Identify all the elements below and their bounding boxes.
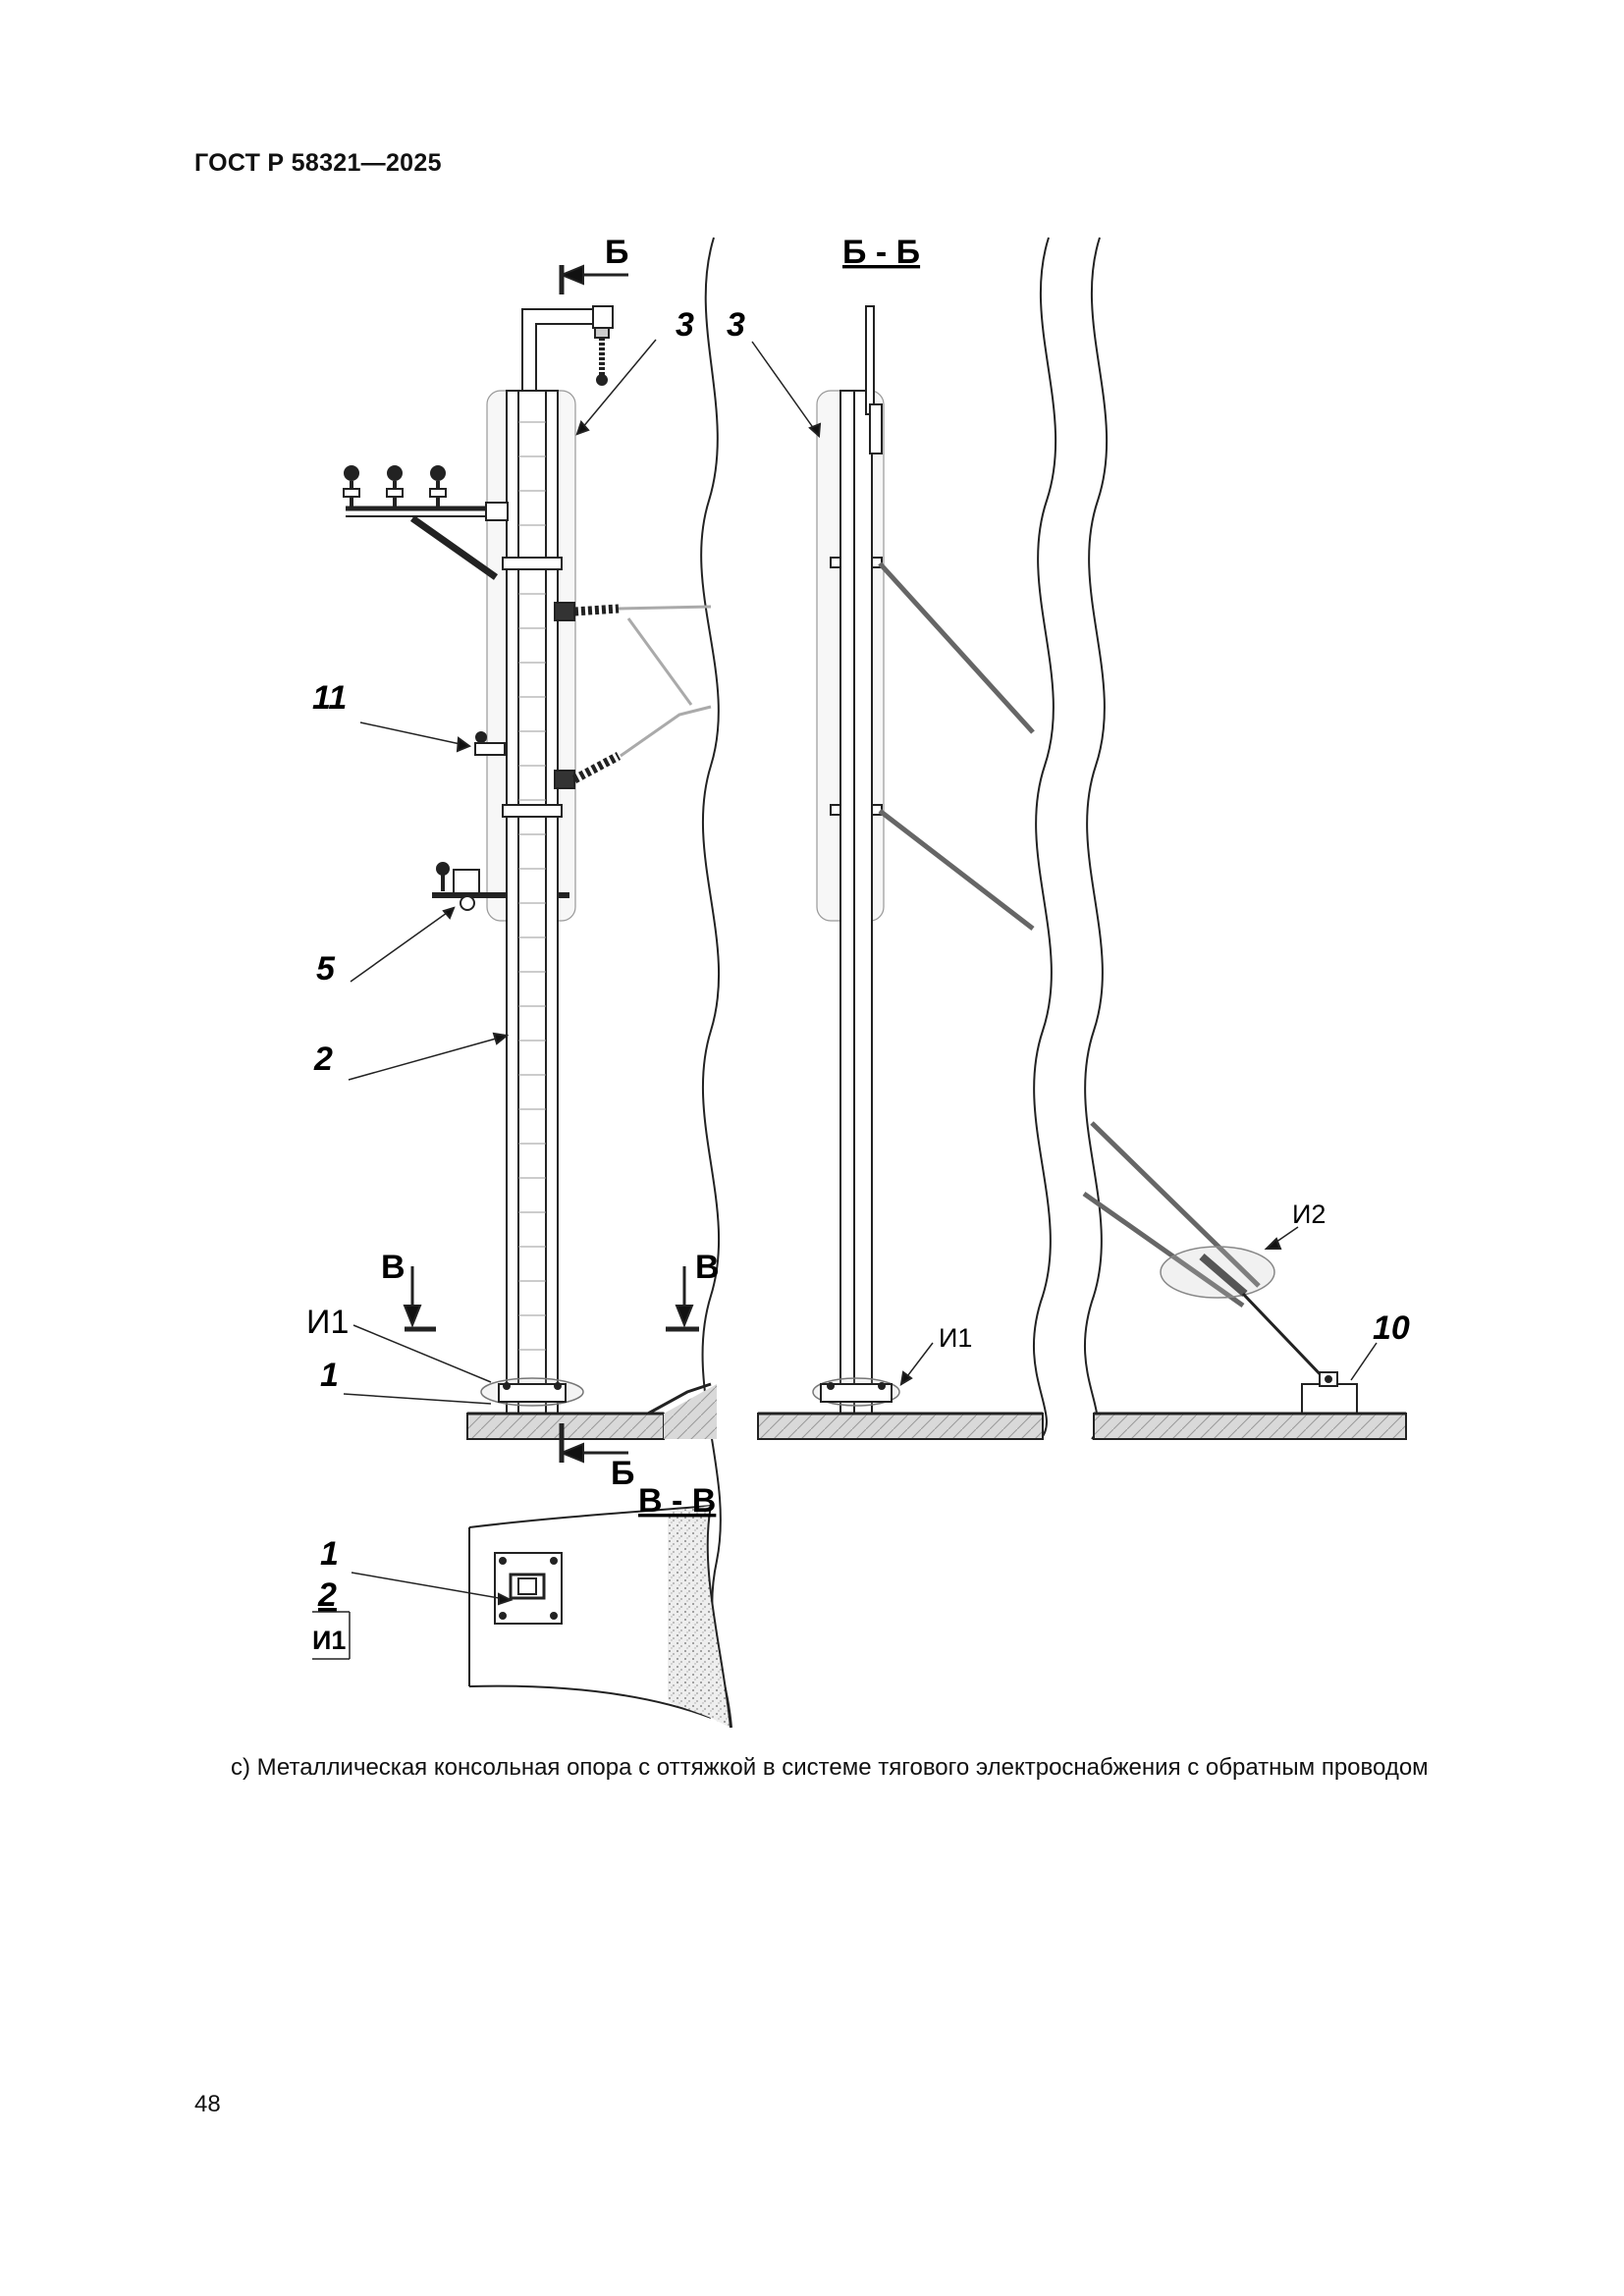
document-number: ГОСТ Р 58321—2025 [194, 149, 442, 177]
callout-i2: И2 [1292, 1200, 1326, 1229]
plan-callout-2: 2 [317, 1576, 337, 1614]
section-bb-top-label: Б [605, 234, 628, 271]
break-line [700, 237, 732, 1729]
plan-callout-i1: И1 [312, 1626, 346, 1655]
section-bb-title: Б - Б [842, 234, 920, 271]
callout-5: 5 [316, 950, 336, 988]
callout-i1: И1 [306, 1304, 349, 1341]
page-number: 48 [194, 2091, 221, 2117]
plan-view [312, 1505, 731, 1729]
callout-11: 11 [312, 679, 347, 717]
callout-3-side: 3 [727, 306, 745, 344]
front-view [343, 237, 732, 1729]
figure-caption: с) Металлическая консольная опора с оття… [231, 1754, 1429, 1781]
section-bb-bottom-label: Б [611, 1455, 634, 1492]
callout-10: 10 [1373, 1309, 1410, 1347]
callout-2: 2 [313, 1041, 333, 1078]
section-vv-title: В - В [638, 1482, 716, 1520]
section-vv-left-label: В [381, 1249, 406, 1286]
section-vv-right-label: В [695, 1249, 720, 1286]
callout-3-front: 3 [676, 306, 694, 344]
callout-i1-side: И1 [939, 1323, 972, 1353]
callout-1: 1 [320, 1357, 339, 1394]
side-view [751, 237, 1407, 1440]
plan-callout-1: 1 [320, 1535, 339, 1573]
